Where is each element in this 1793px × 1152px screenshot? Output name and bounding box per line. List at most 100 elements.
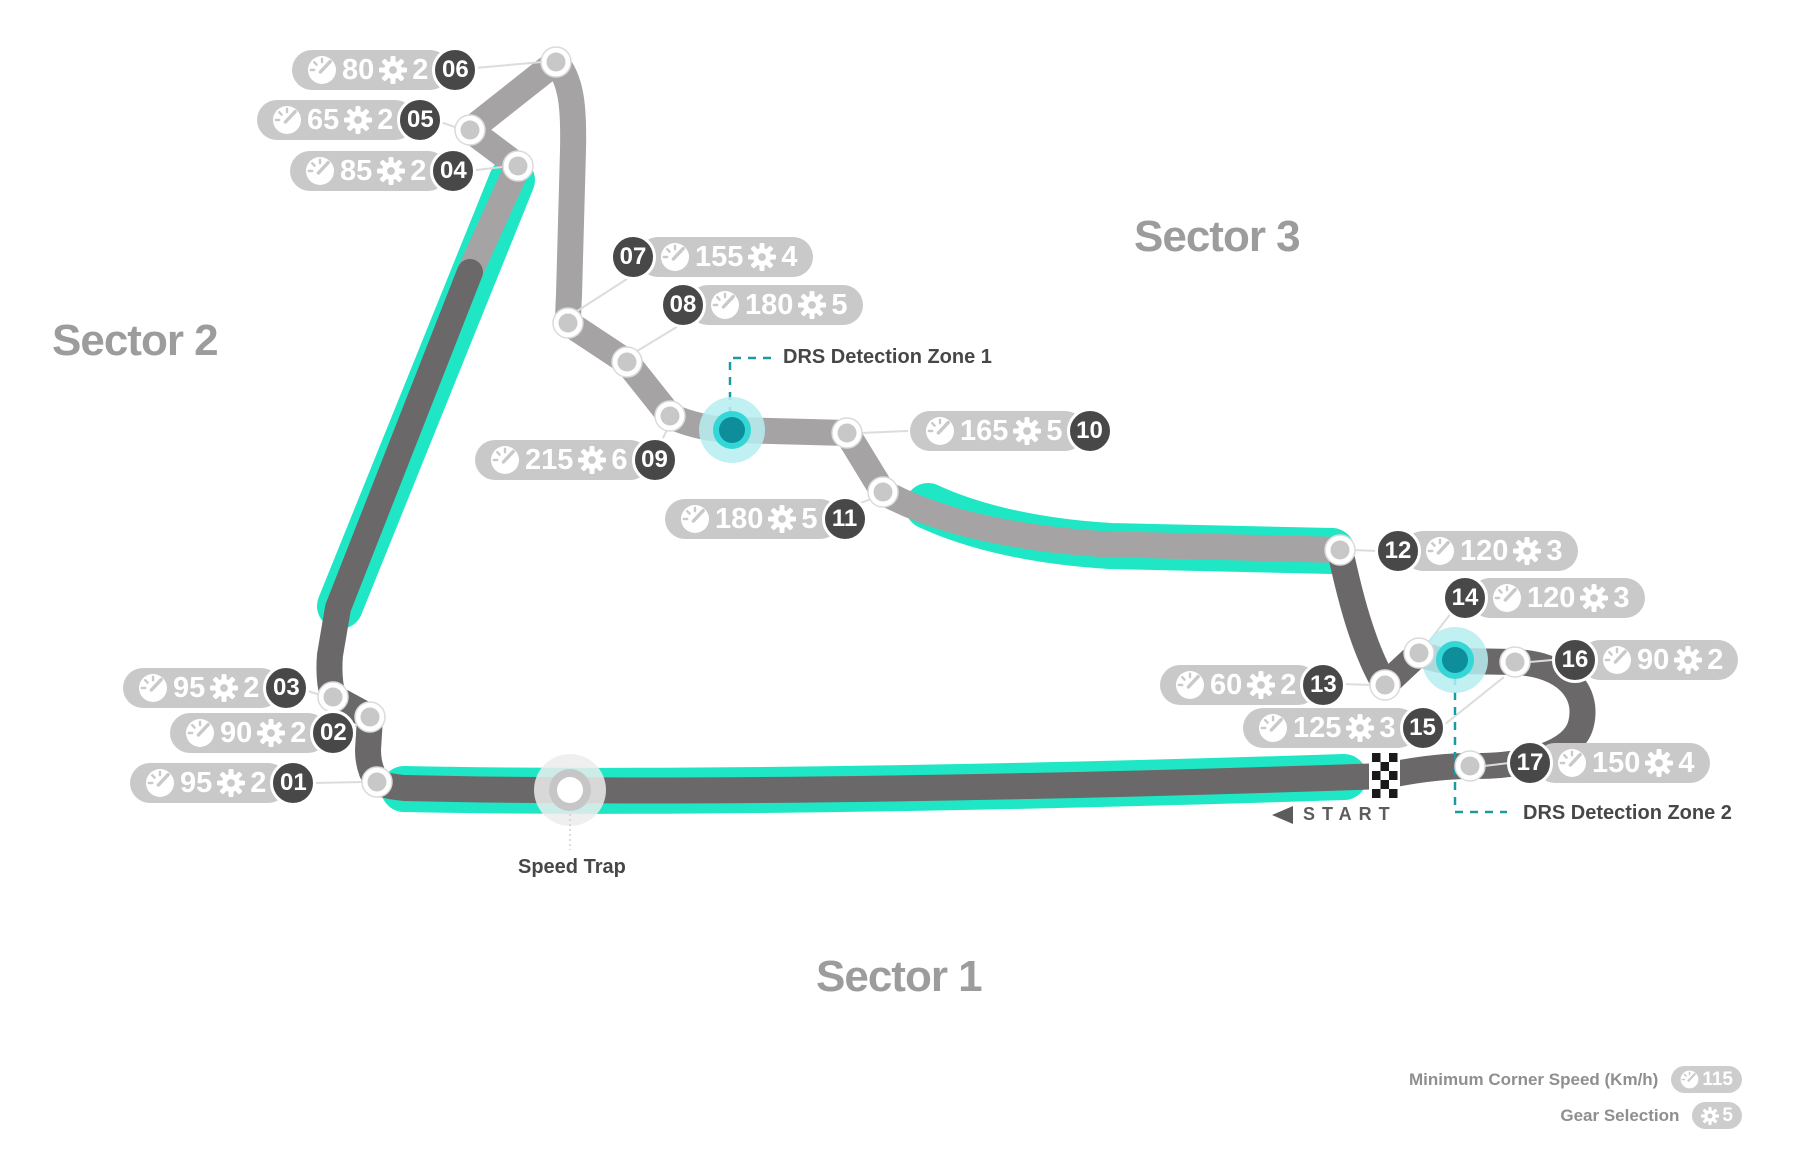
corner-pill: 95 2 <box>123 668 282 708</box>
corner-label-08: 08 180 5 <box>660 282 863 328</box>
corner-speed: 150 <box>1592 746 1641 779</box>
corner-label-15: 125 3 15 <box>1243 705 1446 751</box>
corner-label-14: 14 120 3 <box>1442 575 1645 621</box>
speed-trap-marker <box>534 754 606 850</box>
corner-speed: 180 <box>715 502 764 535</box>
corner-label-01: 95 2 01 <box>130 760 317 806</box>
node-t9 <box>654 400 686 432</box>
gear-icon <box>1013 417 1041 445</box>
corner-label-17: 17 150 4 <box>1507 740 1710 786</box>
node-t1 <box>361 766 393 798</box>
drs-dashed-lines <box>728 356 1507 814</box>
corner-speed: 120 <box>1460 534 1509 567</box>
corner-gear: 2 <box>290 716 307 749</box>
gear-icon <box>377 157 405 185</box>
gear-icon <box>798 291 826 319</box>
corner-pill: 90 2 <box>170 713 329 753</box>
start-direction-arrow-icon <box>1272 805 1293 824</box>
corner-speed: 65 <box>307 103 340 136</box>
corner-gear: 5 <box>831 288 848 321</box>
speed-gauge-icon <box>305 156 335 186</box>
legend-min-speed-label: Minimum Corner Speed (Km/h) <box>1408 1069 1659 1089</box>
speed-trap-label: Speed Trap <box>518 856 626 878</box>
legend-gear-pill: 5 <box>1692 1102 1742 1129</box>
speed-gauge-icon <box>680 504 710 534</box>
corner-speed: 90 <box>1637 643 1670 676</box>
corner-nodes <box>317 46 1531 798</box>
gear-icon <box>748 243 776 271</box>
corner-label-05: 65 2 05 <box>257 97 444 143</box>
legend-gear-label: Gear Selection <box>1560 1105 1680 1125</box>
node-t14 <box>1403 637 1435 669</box>
corner-gear: 5 <box>801 502 818 535</box>
drs1-detection-marker <box>713 411 751 449</box>
corner-speed: 95 <box>180 766 213 799</box>
speed-gauge-icon <box>307 55 337 85</box>
corner-pill: 215 6 <box>475 440 650 480</box>
node-t6 <box>540 46 572 78</box>
corner-gear: 2 <box>412 53 429 86</box>
corner-gear: 3 <box>1546 534 1563 567</box>
corner-number-badge: 13 <box>1300 662 1347 708</box>
corner-speed: 165 <box>960 414 1009 447</box>
corner-speed: 215 <box>525 443 574 476</box>
corner-number-badge: 01 <box>270 760 317 806</box>
corner-number-badge: 10 <box>1066 408 1113 454</box>
corner-pill: 80 2 <box>292 50 451 90</box>
corner-label-16: 16 90 2 <box>1552 637 1739 683</box>
corner-speed: 85 <box>340 154 373 187</box>
node-t13 <box>1369 669 1401 701</box>
corner-gear: 2 <box>250 766 267 799</box>
sector-1-label: Sector 1 <box>816 952 983 1001</box>
corner-speed: 90 <box>220 716 253 749</box>
node-t4 <box>502 150 534 182</box>
corner-gear: 2 <box>1707 643 1724 676</box>
node-t7 <box>552 307 584 339</box>
node-t15 <box>1499 646 1531 678</box>
corner-gear: 2 <box>243 671 260 704</box>
corner-number-badge: 09 <box>631 437 678 483</box>
node-t17 <box>1454 750 1486 782</box>
gear-icon <box>1674 646 1702 674</box>
speed-gauge-icon <box>925 416 955 446</box>
corner-gear: 2 <box>377 103 394 136</box>
corner-pill: 165 5 <box>910 411 1085 451</box>
legend-min-speed-value: 115 <box>1702 1068 1733 1090</box>
gear-icon <box>1513 537 1541 565</box>
gear-icon <box>379 56 407 84</box>
speed-gauge-icon <box>1492 583 1522 613</box>
corner-pill: 90 2 <box>1580 640 1739 680</box>
node-t12 <box>1324 534 1356 566</box>
corner-number-badge: 05 <box>397 97 444 143</box>
gear-icon <box>1645 749 1673 777</box>
corner-label-04: 85 2 04 <box>290 148 477 194</box>
corner-speed: 180 <box>745 288 794 321</box>
gear-icon <box>1580 584 1608 612</box>
speed-gauge-icon <box>272 105 302 135</box>
corner-label-13: 60 2 13 <box>1160 662 1347 708</box>
corner-number-badge: 11 <box>821 496 868 542</box>
node-t10 <box>831 417 863 449</box>
gear-icon <box>217 769 245 797</box>
corner-pill: 95 2 <box>130 763 289 803</box>
corner-gear: 2 <box>1280 668 1297 701</box>
legend-gear-value: 5 <box>1722 1104 1733 1126</box>
drs-zone-2-label: DRS Detection Zone 2 <box>1523 802 1732 824</box>
gear-icon <box>344 106 372 134</box>
corner-number-badge: 03 <box>263 665 310 711</box>
legend-min-speed-pill: 115 <box>1671 1066 1742 1093</box>
corner-number-badge: 06 <box>432 47 479 93</box>
corner-gear: 6 <box>611 443 628 476</box>
corner-speed: 120 <box>1527 581 1576 614</box>
node-t8 <box>611 346 643 378</box>
corner-gear: 4 <box>781 240 798 273</box>
speed-gauge-icon <box>710 290 740 320</box>
start-marker: START <box>1272 804 1397 825</box>
corner-pill: 180 5 <box>688 285 863 325</box>
node-t2 <box>354 701 386 733</box>
drs2-detection-marker <box>1436 641 1474 679</box>
corner-number-badge: 15 <box>1399 705 1446 751</box>
corner-pill: 120 3 <box>1403 531 1578 571</box>
